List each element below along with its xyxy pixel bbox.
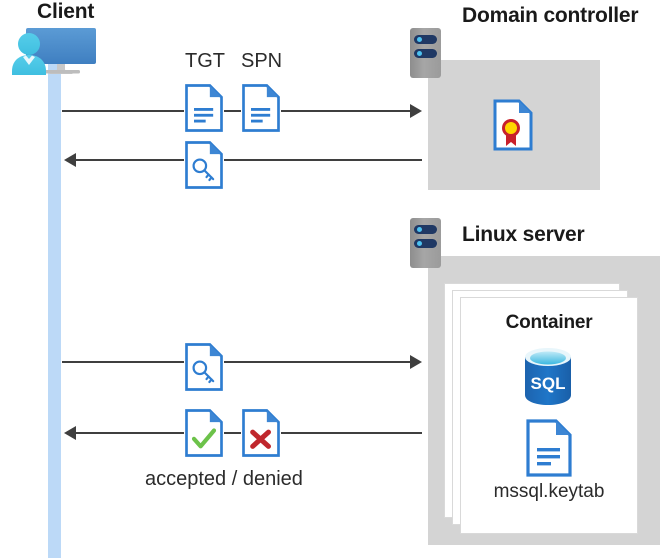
document-key-icon-ticket-2 <box>184 342 224 392</box>
document-lines-icon-spn <box>241 83 281 133</box>
container-card-front[interactable]: Container SQL <box>460 297 638 534</box>
document-lines-icon-tgt <box>184 83 224 133</box>
svg-text:SQL: SQL <box>531 374 566 393</box>
linux-server-server-icon <box>410 218 441 268</box>
arrow-head-present-ticket <box>410 355 422 369</box>
arrow-line-request-tgt-spn <box>62 110 412 112</box>
spn-label: SPN <box>241 50 283 72</box>
server-bar <box>414 35 437 44</box>
document-key-icon-ticket-1 <box>184 140 224 190</box>
auth-result-caption: accepted / denied <box>145 468 303 490</box>
client-workstation-icon <box>8 24 108 80</box>
client-label: Client <box>37 0 95 23</box>
server-bar <box>414 49 437 58</box>
document-check-icon-accepted <box>184 408 224 458</box>
container-label: Container <box>505 312 593 333</box>
linux-server-label: Linux server <box>462 223 585 246</box>
arrow-head-request-tgt-spn <box>410 104 422 118</box>
client-lifeline <box>48 62 61 558</box>
tgt-label: TGT <box>185 50 225 72</box>
certificate-document-icon <box>492 99 534 151</box>
server-bar <box>414 239 437 248</box>
arrow-head-service-ticket <box>64 153 76 167</box>
document-cross-icon-denied <box>241 408 281 458</box>
server-bar <box>414 225 437 234</box>
arrow-head-auth-result <box>64 426 76 440</box>
domain-controller-label: Domain controller <box>462 4 639 27</box>
document-lines-icon-keytab <box>525 419 573 477</box>
arrow-line-service-ticket <box>76 159 422 161</box>
keytab-filename-label: mssql.keytab <box>493 481 605 502</box>
sql-database-icon: SQL <box>517 345 579 407</box>
arrow-line-present-ticket <box>62 361 412 363</box>
domain-controller-server-icon <box>410 28 441 78</box>
